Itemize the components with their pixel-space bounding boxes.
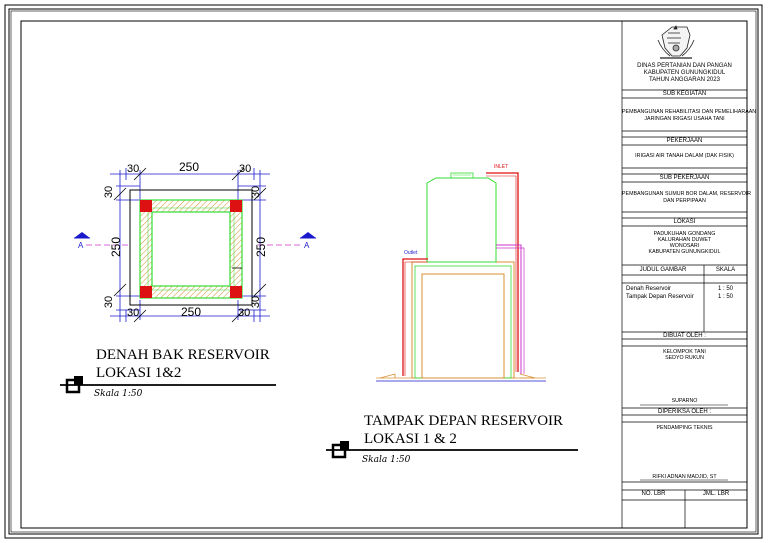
tb-diperiksa-value: PENDAMPING TEKNIS xyxy=(656,425,713,431)
elevation-reservoir-inner xyxy=(421,273,505,379)
plan-dim-bottom-mid: 250 xyxy=(181,305,202,319)
tb-drawing-scale-1: 1 : 50 xyxy=(717,286,733,292)
gunungkidul-logo xyxy=(657,25,695,59)
tb-dibuat-header: DIBUAT OLEH : xyxy=(663,333,706,339)
plan-dim-right-bottom: 30 xyxy=(250,295,263,309)
plan-dim-top-left: 30 xyxy=(127,163,140,175)
plan-wall-hatch xyxy=(140,200,242,298)
plan-wall-inner xyxy=(151,211,231,287)
plan-column-tr xyxy=(230,200,242,212)
plan-dim-left-top: 30 xyxy=(103,185,116,199)
tb-dibuat-line2: SEDYO RUKUN xyxy=(665,355,704,361)
plan-dim-right-mid: 250 xyxy=(254,236,269,258)
plan-section-mark-left: A xyxy=(78,241,84,250)
tb-sub-kegiatan-line1: PEMBANGUNAN REHABILITASI DAN PEMELIHARAA… xyxy=(622,109,757,115)
plan-title-line2: LOKASI 1&2 xyxy=(96,365,182,381)
elevation-outlet-pipe xyxy=(402,258,428,376)
plan-title-decor xyxy=(60,376,276,394)
tb-lokasi-line4: KABUPATEN GUNUNGKIDUL xyxy=(648,249,721,255)
tb-drawing-name-1: Denah Reservoir xyxy=(626,286,672,292)
tb-no-lbr: NO. LBR xyxy=(641,491,666,497)
tb-sub-kegiatan-header: SUB KEGIATAN xyxy=(662,91,707,97)
tb-agency-line2: KABUPATEN GUNUNGKIDUL xyxy=(643,70,726,76)
tb-judul-header: JUDUL GAMBAR xyxy=(639,267,687,273)
tb-sub-pekerjaan-header: SUB PEKERJAAN xyxy=(659,175,710,181)
plan-section-line xyxy=(74,232,316,246)
tb-diperiksa-header: DIPERIKSA OLEH : xyxy=(657,409,712,415)
elevation-water-tank xyxy=(426,177,497,263)
elevation-inlet-label: INLET xyxy=(494,164,509,170)
elevation-title-decor xyxy=(326,441,578,459)
tb-dibuat-sign: SUPARNO xyxy=(671,398,698,404)
tb-sub-pekerjaan-line1: PEMBANGUNAN SUMUR BOR DALAM, RESERVOIR xyxy=(622,191,752,197)
plan-dim-top-right: 30 xyxy=(239,163,252,175)
tb-lokasi-header: LOKASI xyxy=(673,219,696,225)
elevation-view xyxy=(376,172,546,382)
plan-dim-top-mid: 250 xyxy=(179,160,200,174)
plan-dim-bottom-right: 30 xyxy=(238,307,251,319)
plan-section-mark-right: A xyxy=(304,241,310,250)
elevation-title-line1: TAMPAK DEPAN RESERVOIR xyxy=(364,413,564,429)
plan-dim-bottom-left: 30 xyxy=(127,307,140,319)
plan-wall-outer xyxy=(139,199,243,299)
tb-sub-kegiatan-line2: JARINGAN IRIGASI USAHA TANI xyxy=(644,116,725,122)
tb-lokasi-line1: PADUKUHAN GONDANG xyxy=(653,231,716,237)
tb-diperiksa-sign: RIFKI ADNAN MADJID, ST xyxy=(652,474,717,480)
plan-column-br xyxy=(230,286,242,298)
elevation-inlet-pipe xyxy=(486,172,519,372)
plan-slab-outline xyxy=(129,189,253,306)
plan-wall-inner-line xyxy=(147,207,235,291)
plan-title-line1: DENAH BAK RESERVOIR xyxy=(96,347,270,363)
plan-dim-left-mid: 250 xyxy=(109,236,124,258)
elevation-reservoir-body xyxy=(411,261,515,379)
plan-scale: Skala 1:50 xyxy=(94,389,143,399)
tb-lokasi-line3: WONOSARI xyxy=(669,243,700,249)
plan-dim-right-top: 30 xyxy=(250,185,263,199)
sheet-border xyxy=(4,4,763,539)
elevation-title-line2: LOKASI 1 & 2 xyxy=(364,431,457,447)
plan-view xyxy=(74,167,316,323)
plan-column-tl xyxy=(140,200,152,212)
tb-skala-header: SKALA xyxy=(715,267,736,273)
tb-lokasi-line2: KALURAHAN DUWET xyxy=(657,237,712,243)
plan-dimension-lines xyxy=(110,167,270,323)
title-block-frame xyxy=(621,21,747,528)
tb-agency-line3: TAHUN ANGGARAN 2023 xyxy=(649,77,720,83)
tb-pekerjaan-value: IRIGASI AIR TANAH DALAM (DAK FISIK) xyxy=(635,153,734,159)
tb-drawing-name-2: Tampak Depan Reservoir xyxy=(626,294,694,300)
tb-jml-lbr: JML. LBR xyxy=(702,491,730,497)
elevation-outlet-label: Outlet xyxy=(404,250,418,256)
tb-drawing-scale-2: 1 : 50 xyxy=(717,294,733,300)
plan-column-bl xyxy=(140,286,152,298)
tb-pekerjaan-header: PEKERJAAN xyxy=(666,138,703,144)
tb-agency-line1: DINAS PERTANIAN DAN PANGAN xyxy=(637,63,732,69)
elevation-overflow-pipe xyxy=(496,244,522,374)
plan-dim-left-bottom: 30 xyxy=(103,295,116,309)
tb-dibuat-line1: KELOMPOK TANI xyxy=(663,349,706,355)
elevation-scale: Skala 1:50 xyxy=(362,455,411,465)
tb-sub-pekerjaan-line2: DAN PERPIPAAN xyxy=(663,198,706,204)
